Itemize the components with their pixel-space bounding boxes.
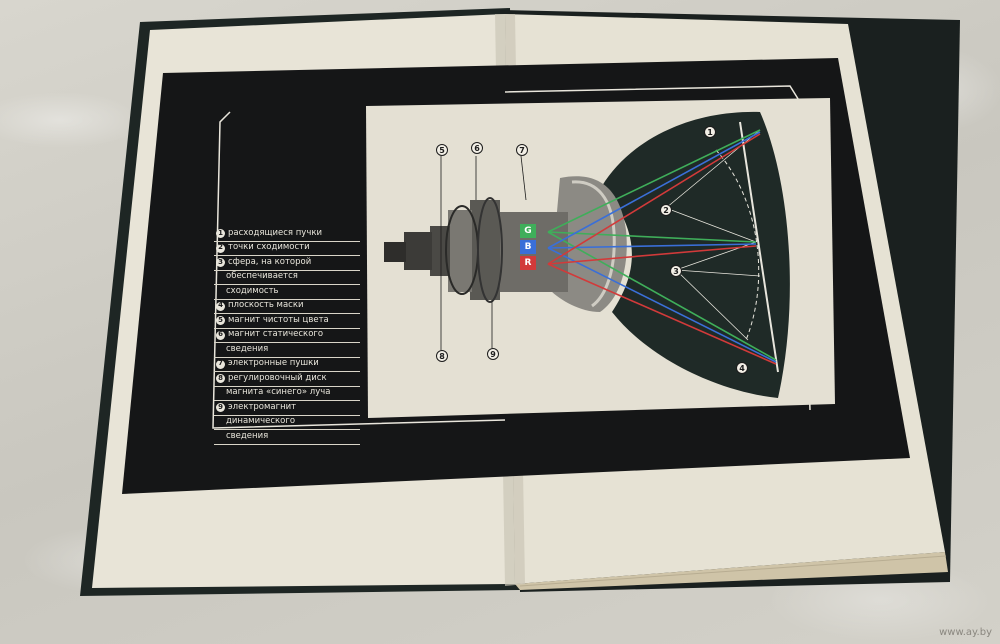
callout-6: 6	[471, 142, 483, 154]
callout-4: 4	[736, 362, 748, 374]
legend-item-continued: сведения	[214, 430, 360, 445]
blue-gun	[520, 240, 536, 254]
watermark: www.ay.by	[939, 627, 992, 638]
green-gun	[520, 224, 536, 238]
callout-2: 2	[660, 204, 672, 216]
legend-item-continued: сведения	[214, 343, 360, 358]
gun-label-b: B	[524, 242, 532, 252]
callout-3: 3	[670, 265, 682, 277]
legend-item-continued: обеспечивается	[214, 271, 360, 285]
legend-item-continued: сходимость	[214, 285, 360, 300]
gun-label-r: R	[524, 258, 532, 268]
callout-9: 9	[487, 348, 499, 360]
legend-item-continued: динамического	[214, 416, 360, 430]
legend-item-continued: магнита «синего» луча	[214, 387, 360, 401]
callout-8: 8	[436, 350, 448, 362]
gun-label-g: G	[524, 226, 532, 236]
callout-7: 7	[516, 144, 528, 156]
red-gun	[520, 256, 536, 270]
callout-1: 1	[704, 126, 716, 138]
callout-5: 5	[436, 144, 448, 156]
